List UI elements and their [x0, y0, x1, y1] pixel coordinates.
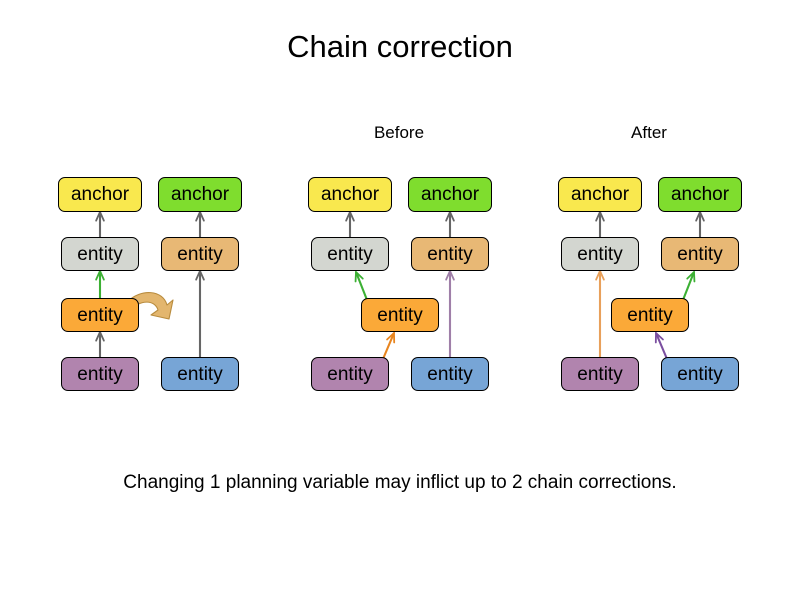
node-label: entity: [177, 363, 223, 385]
arrow-head-p2-e6-to-p2-e3: [654, 330, 664, 344]
node-entity-p2-e5[interactable]: entity: [561, 357, 639, 391]
node-anchor-p2-a1[interactable]: anchor: [558, 177, 642, 212]
node-label: entity: [77, 363, 123, 385]
node-label: anchor: [70, 184, 130, 205]
arrow-shaft-p2-e3-to-p2-e2: [682, 271, 695, 301]
arrow-head-p2-e5-to-p2-e1: [595, 268, 605, 281]
arrow-head-p0-e1-to-p0-a1: [95, 209, 105, 222]
node-entity-p2-e1[interactable]: entity: [561, 237, 639, 271]
node-label: anchor: [670, 184, 730, 205]
node-label: entity: [177, 243, 223, 265]
node-entity-p1-e2[interactable]: entity: [411, 237, 489, 271]
node-label: entity: [377, 304, 423, 326]
node-anchor-p1-a1[interactable]: anchor: [308, 177, 392, 212]
panel-label-after: After: [631, 123, 667, 142]
panel-label-before: Before: [373, 123, 425, 142]
node-anchor-p0-a2[interactable]: anchor: [158, 177, 242, 212]
slide-caption: Changing 1 planning variable may inflict…: [123, 472, 677, 493]
node-entity-p1-e1[interactable]: entity: [311, 237, 389, 271]
node-anchor-p2-a2[interactable]: anchor: [658, 177, 742, 212]
arrow-head-p2-e2-to-p2-a2: [695, 209, 705, 222]
arrow-shaft-p1-e5-to-p1-e3: [382, 332, 395, 360]
node-anchor-p1-a2[interactable]: anchor: [408, 177, 492, 212]
node-label: entity: [77, 243, 123, 265]
node-entity-p0-e5[interactable]: entity: [61, 357, 139, 391]
node-entity-p2-e6[interactable]: entity: [661, 357, 739, 391]
arrow-head-p1-e3-to-p1-e1: [354, 269, 364, 283]
node-entity-p1-e3[interactable]: entity: [361, 298, 439, 332]
node-label: entity: [677, 243, 723, 265]
arrow-shaft-p1-e3-to-p1-e1: [355, 271, 368, 301]
arrow-head-p1-e2-to-p1-a2: [445, 209, 455, 222]
arrow-head-p2-e3-to-p2-e2: [686, 269, 696, 283]
node-label: anchor: [570, 184, 630, 205]
arrow-head-p0-e2-to-p0-a2: [195, 209, 205, 222]
arrow-head-p2-e1-to-p2-a1: [595, 209, 605, 222]
node-label: entity: [427, 243, 473, 265]
arrow-head-p0-e6-to-p0-e2: [195, 268, 205, 281]
node-label: entity: [327, 243, 373, 265]
node-entity-p0-e3[interactable]: entity: [61, 298, 139, 332]
arrow-head-p0-e5-to-p0-e3: [95, 329, 105, 342]
node-entity-p0-e2[interactable]: entity: [161, 237, 239, 271]
node-label: entity: [577, 363, 623, 385]
node-label: anchor: [320, 184, 380, 205]
node-entity-p0-e1[interactable]: entity: [61, 237, 139, 271]
node-label: entity: [427, 363, 473, 385]
arrow-head-p1-e1-to-p1-a1: [345, 209, 355, 222]
arrow-head-p0-e3-to-p0-e1: [95, 268, 105, 281]
node-entity-p2-e3[interactable]: entity: [611, 298, 689, 332]
node-entity-p1-e5[interactable]: entity: [311, 357, 389, 391]
node-entity-p1-e6[interactable]: entity: [411, 357, 489, 391]
node-entity-p0-e6[interactable]: entity: [161, 357, 239, 391]
node-label: entity: [77, 304, 123, 326]
node-label: anchor: [420, 184, 480, 205]
node-label: entity: [627, 304, 673, 326]
node-label: entity: [577, 243, 623, 265]
node-entity-p2-e2[interactable]: entity: [661, 237, 739, 271]
arrow-head-p1-e6-to-p1-e2: [445, 268, 455, 281]
node-label: entity: [677, 363, 723, 385]
node-label: entity: [327, 363, 373, 385]
node-anchor-p0-a1[interactable]: anchor: [58, 177, 142, 212]
page-title: Chain correction: [287, 29, 513, 64]
arrow-shaft-p2-e6-to-p2-e3: [655, 332, 668, 360]
node-label: anchor: [170, 184, 230, 205]
arrow-head-p1-e5-to-p1-e3: [386, 330, 396, 344]
